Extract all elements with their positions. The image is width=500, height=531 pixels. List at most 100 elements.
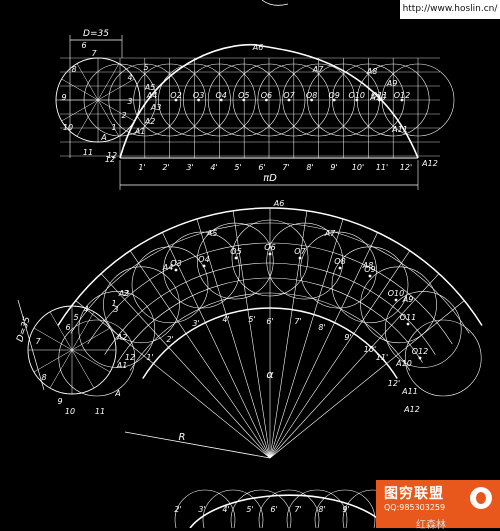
- bottom-number: 3': [198, 505, 205, 514]
- overlap-circle-bend: [331, 246, 409, 324]
- bend-arc-number: 8': [318, 323, 325, 332]
- left-point-label: 11: [83, 148, 93, 157]
- fan-ray: [75, 300, 271, 459]
- source-url[interactable]: http://www.hoslin.cn/: [400, 0, 500, 19]
- bend-arc: [142, 307, 398, 379]
- bend-arc: [57, 207, 483, 326]
- top-a-label: A6: [252, 43, 264, 52]
- top-a-label: A7: [312, 65, 324, 74]
- bend-arc-number: 4': [222, 315, 229, 324]
- top-a-label: A9: [386, 79, 398, 88]
- overlap-circle-bend: [384, 291, 462, 368]
- center-dot-top: [242, 98, 246, 102]
- bend-center-label: O7: [294, 247, 306, 256]
- center-label-top: O11: [371, 91, 387, 100]
- left-a-label: A4: [146, 91, 158, 100]
- arc-point-label: 1: [111, 123, 116, 132]
- bottom-number: 9': [342, 505, 349, 514]
- profile-ray: [97, 78, 135, 101]
- top-a-label: A11: [391, 125, 408, 134]
- center-dot-top: [219, 98, 223, 102]
- base-number-label: 12': [400, 163, 412, 172]
- bend-left-point: 11: [95, 407, 105, 416]
- base-number-label: 2': [162, 163, 169, 172]
- arc-point-label: 2: [121, 111, 126, 120]
- center-dot-bend: [268, 252, 272, 256]
- bend-a-label: A4: [162, 263, 174, 272]
- fan-ray: [100, 273, 271, 459]
- bend-left-point: 4: [83, 305, 88, 314]
- base-number-label: 7': [282, 163, 289, 172]
- watermark-title: 图穷联盟: [384, 486, 444, 502]
- center-dot-bend: [418, 356, 422, 360]
- bend-a-label: A10: [395, 359, 412, 368]
- center-label-top: O7: [283, 91, 295, 100]
- center-label-top: O6: [261, 91, 272, 100]
- bend-center-label: O12: [412, 347, 428, 356]
- profile-ray: [61, 99, 99, 122]
- bottom-number: 4': [222, 505, 229, 514]
- bottom-number: 6': [270, 505, 277, 514]
- bend-center-label: O5: [230, 247, 241, 256]
- profile-ray-bend: [71, 349, 95, 389]
- bend-center-label: O9: [364, 265, 375, 274]
- top-a-label: A12: [421, 159, 438, 168]
- angle-label: α: [266, 368, 274, 381]
- watermark-sub: 红森林: [416, 520, 446, 531]
- bend-arc: [117, 277, 423, 363]
- bend-center-label: O10: [388, 289, 404, 298]
- base-start-label: 12: [105, 155, 115, 164]
- bend-center-label: O3: [170, 259, 181, 268]
- profile-ray: [97, 99, 120, 137]
- bend-a-label: A9: [402, 295, 414, 304]
- base-number-label: 1': [138, 163, 145, 172]
- fan-ray: [269, 210, 308, 459]
- left-a-label: A3: [150, 103, 162, 112]
- overlap-circle-bend: [58, 319, 136, 397]
- bend-a-label: A6: [273, 199, 285, 208]
- left-point-label: 7: [91, 49, 97, 58]
- profile-ray-bend: [71, 311, 95, 351]
- fan-ray: [269, 250, 411, 459]
- bend-arc-number: 1': [146, 353, 153, 362]
- overlap-circle-bottom: [286, 489, 348, 528]
- bottom-number: 8': [318, 505, 325, 514]
- base-number-label: 4': [210, 163, 217, 172]
- left-a-label: A5: [144, 83, 156, 92]
- overlap-circle-bend: [360, 266, 437, 344]
- fan-ray: [269, 300, 465, 459]
- base-number-label: 10': [352, 163, 364, 172]
- fan-ray: [129, 250, 271, 459]
- bend-a-label: A3: [118, 289, 130, 298]
- bend-arc-number: 6': [266, 317, 273, 326]
- bend-left-point: 2: [123, 289, 128, 298]
- top-a-label: A8: [366, 67, 378, 76]
- center-label-top: O5: [238, 91, 249, 100]
- base-number-label: 11': [376, 163, 388, 172]
- overlap-circle-bottom: [174, 489, 236, 528]
- base-number-label: 3': [186, 163, 193, 172]
- profile-ray: [76, 63, 99, 101]
- overlap-circle-bend: [163, 231, 240, 309]
- overlap-circle-bend: [196, 222, 274, 300]
- profile-ray: [97, 63, 120, 101]
- left-a-label: A1: [134, 127, 146, 136]
- arc-point-label: 5: [143, 63, 148, 72]
- center-dot-bend: [368, 274, 372, 278]
- bottom-number: 2': [174, 505, 181, 514]
- fan-ray: [196, 218, 271, 459]
- bend-arc: [87, 242, 453, 345]
- center-label-top: O9: [329, 91, 340, 100]
- bend-center-label: O11: [400, 313, 416, 322]
- bend-center-label: O6: [264, 243, 275, 252]
- radius-line: [124, 431, 271, 459]
- bend-arc: [70, 222, 470, 334]
- left-a-label: A: [100, 133, 106, 142]
- overlap-circle-bend: [78, 291, 156, 368]
- watermark-badge: 图穷联盟 QQ:985303259 红森林: [376, 480, 500, 531]
- bend-left-point: 9: [57, 397, 62, 406]
- overlap-circle-bottom: [314, 489, 376, 528]
- overlap-circle-bend: [300, 231, 377, 309]
- bend-arc-number: 3': [192, 319, 199, 328]
